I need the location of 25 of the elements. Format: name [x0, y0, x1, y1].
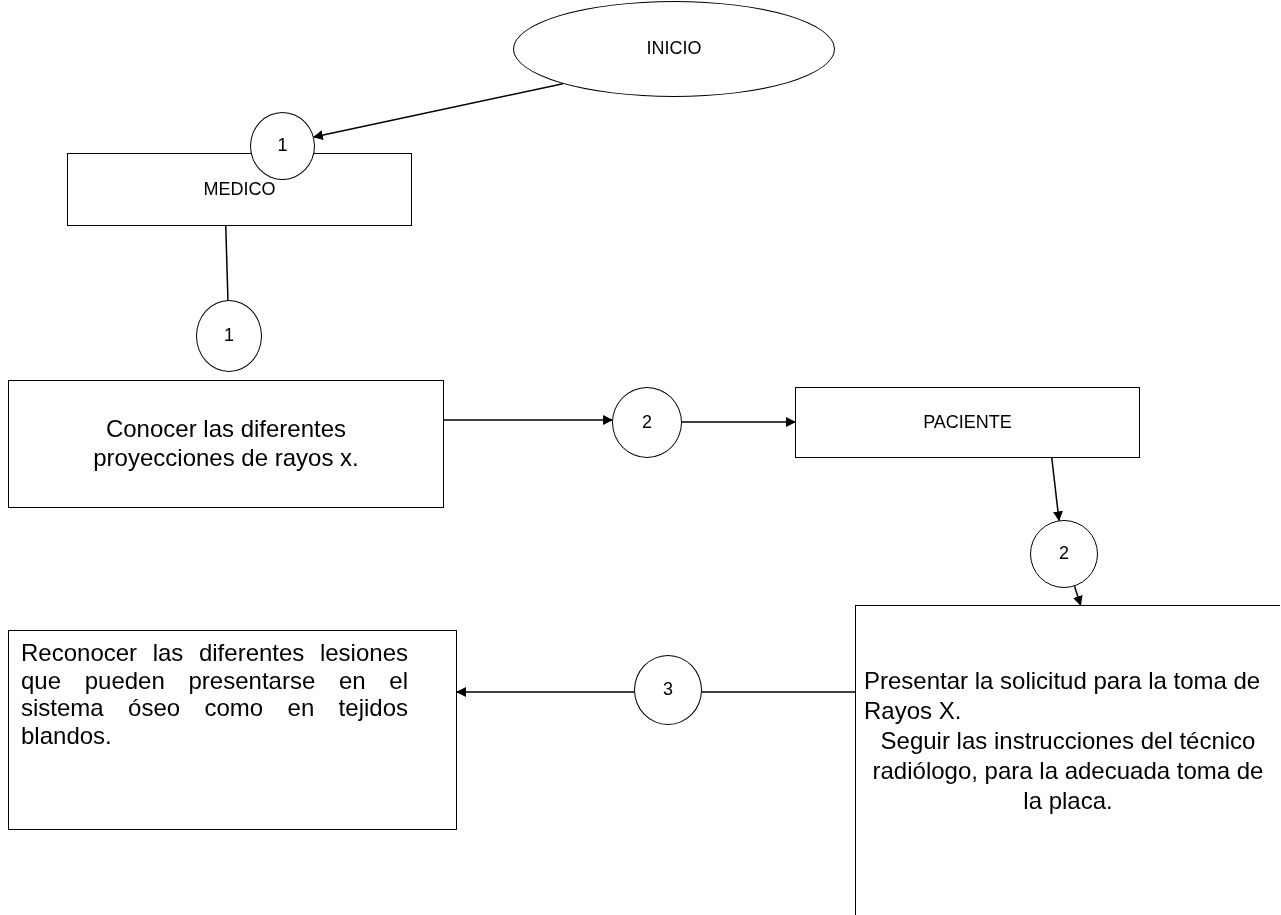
node-text: 1: [224, 325, 234, 347]
arrow: [443, 415, 614, 425]
process-box: [8, 630, 457, 830]
node-text: Presentar la solicitud para la toma de Rayos X.: [864, 665, 1262, 726]
node-text: 2: [642, 411, 652, 434]
node-text: PACIENTE: [923, 411, 1012, 434]
process-box: [67, 153, 412, 226]
arrow: [312, 83, 564, 141]
process-box: [795, 387, 1140, 458]
node-text: 2: [1059, 543, 1069, 565]
arrow: [1051, 457, 1063, 522]
arrow: [456, 687, 635, 697]
node-text: 1: [277, 135, 288, 157]
node-text: Seguir las instrucciones del técnico radiólogo, para la adecuada toma de la placa.: [871, 725, 1265, 816]
process-box: [855, 605, 1280, 915]
node-text: MEDICO: [203, 178, 276, 201]
node-text: 3: [663, 679, 673, 701]
node-text: INICIO: [646, 38, 702, 60]
arrow: [681, 417, 796, 427]
node-text: Conocer las diferentes proyecciones de rayos x.: [92, 415, 360, 473]
connector-line: [701, 691, 856, 693]
node-text: Reconocer las diferentes lesiones que pueden presentarse en el sistema óseo como en tejidos blandos.: [21, 639, 408, 750]
process-box: [8, 380, 444, 508]
arrow: [1073, 585, 1083, 606]
connector-line: [225, 225, 229, 301]
